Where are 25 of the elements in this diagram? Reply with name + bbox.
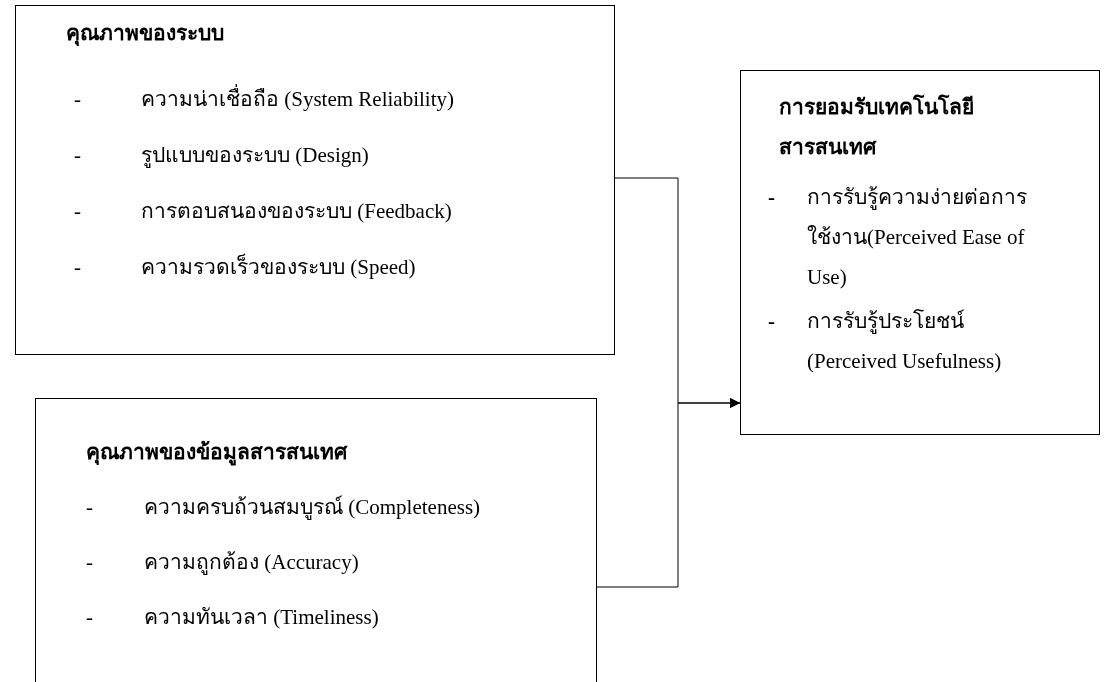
list-item: การรับรู้ความง่ายต่อการใช้งาน(Perceived Ease of Use) — [807, 184, 1028, 291]
box-heading: คุณภาพของระบบ — [66, 20, 225, 47]
text-box — [740, 70, 1100, 435]
bullet-dash: - — [86, 604, 93, 631]
list-item: การรับรู้ประโยชน์ (Perceived Usefulness) — [807, 308, 1003, 375]
bullet-dash: - — [86, 549, 93, 576]
list-item: ความถูกต้อง (Accuracy) — [144, 549, 360, 576]
bullet-dash: - — [74, 142, 81, 169]
text-box — [35, 398, 597, 682]
bullet-dash: - — [768, 184, 775, 211]
box-heading: คุณภาพของข้อมูลสารสนเทศ — [86, 439, 349, 466]
connector-arrow — [596, 398, 741, 588]
list-item: ความน่าเชื่อถือ (System Reliability) — [141, 86, 601, 113]
text-box — [15, 5, 615, 355]
bullet-dash: - — [768, 308, 775, 335]
list-item: ความรวดเร็วของระบบ (Speed) — [141, 254, 417, 281]
list-item: การตอบสนองของระบบ (Feedback) — [141, 198, 453, 225]
list-item: ความครบถ้วนสมบูรณ์ (Completeness) — [144, 494, 482, 521]
box-heading: การยอมรับเทคโนโลยีสารสนเทศ — [779, 93, 975, 161]
bullet-dash: - — [74, 198, 81, 225]
bullet-dash: - — [74, 254, 81, 281]
bullet-dash: - — [74, 86, 81, 113]
bullet-dash: - — [86, 494, 93, 521]
list-item: ความทันเวลา (Timeliness) — [144, 604, 380, 631]
list-item: รูปแบบของระบบ (Design) — [141, 142, 370, 169]
